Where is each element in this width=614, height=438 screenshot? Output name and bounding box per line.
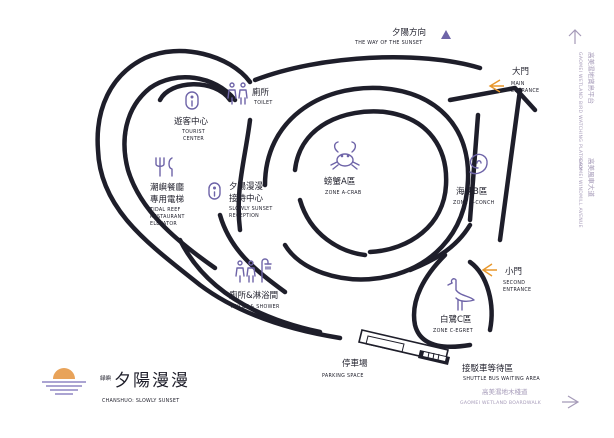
toilet-side-path xyxy=(236,117,253,233)
lower-arc-path xyxy=(177,237,323,335)
outer-left-path xyxy=(95,48,343,341)
toilet-icon xyxy=(227,82,248,105)
shuttle-cn: 接駁車等待區 xyxy=(462,363,513,374)
sunset-direction-cn: 夕陽方向 xyxy=(392,27,426,38)
toilet-shower-cn: 廁所&淋浴間 xyxy=(229,290,278,301)
zone-a-inner-ring xyxy=(292,109,449,255)
zone-c-cn: 白鷺C區 xyxy=(440,314,471,325)
toilet: 廁所 TOILET xyxy=(227,82,273,106)
zone-b-right xyxy=(497,87,523,243)
zone-c: 白鷺C區 ZONE C-EGRET xyxy=(433,278,475,334)
shower-icon xyxy=(261,258,272,283)
parking-en: PARKING SPACE xyxy=(322,373,364,379)
tourist-center-en2: CENTER xyxy=(183,136,204,142)
toilet-en: TOILET xyxy=(253,100,273,106)
shuttle-en: SHUTTLE BUS WAITING AREA xyxy=(463,376,540,382)
logo-cn-big: 夕陽漫漫 xyxy=(114,371,190,391)
inner-left-path xyxy=(122,75,238,271)
zone-a: 螃蟹A區 ZONE A-CRAB xyxy=(324,141,361,196)
restaurant-icon xyxy=(155,157,173,177)
second-entrance-en1: SECOND xyxy=(503,280,525,286)
arrow-icon xyxy=(481,263,497,277)
zone-a-cn: 螃蟹A區 xyxy=(324,176,355,187)
restaurant-en2: RESTAURANT xyxy=(150,214,185,220)
triangle-icon xyxy=(441,30,451,39)
logo-en: CHANSHUO: SLOWLY SUNSET xyxy=(102,398,179,404)
parking: 停車場 PARKING SPACE xyxy=(322,358,368,379)
boardwalk-cn: 高美濕地木棧道 xyxy=(482,387,528,396)
logo-cn-small: 緑嶼 xyxy=(100,374,112,382)
restaurant-cn2: 專用電梯 xyxy=(150,194,185,205)
restaurant-en3: ELEVATOR xyxy=(150,221,177,227)
bird-platform-label: 高美濕地賞鳥平台 GAOMEI WETLAND BIRD WATCHING PL… xyxy=(568,29,596,171)
zone-a-inner-bottom xyxy=(297,197,368,258)
windmill-avenue-label: 高美風車大道 GAOMEI WINDMILL AVENUE xyxy=(577,158,596,228)
tourist-center: 遊客中心 TOURIST CENTER xyxy=(174,91,209,142)
conch-icon xyxy=(469,153,488,175)
arrow-icon xyxy=(488,79,504,93)
arrow-icon xyxy=(562,395,580,409)
tourist-center-cn: 遊客中心 xyxy=(174,116,209,127)
zone-b-en: ZONE B-CONCH xyxy=(453,200,495,206)
main-entrance-en1: MAIN xyxy=(511,81,525,87)
top-path xyxy=(252,55,483,83)
arrow-icon xyxy=(568,29,582,44)
second-entrance-cn: 小門 xyxy=(505,266,522,277)
reception: 夕陽漫漫 接待中心 SLOWLY SUNSET RECEPTION xyxy=(208,181,273,219)
zone-c-right xyxy=(467,259,494,333)
restaurant-cn1: 潮嶼餐廳 xyxy=(150,182,185,193)
tourist-center-en1: TOURIST xyxy=(181,129,205,135)
toilet-shower-en: TOILET & SHOWER xyxy=(229,304,280,310)
zone-b-bottom xyxy=(407,222,473,273)
logo: 緑嶼 夕陽漫漫 CHANSHUO: SLOWLY SUNSET xyxy=(42,368,190,404)
reception-path xyxy=(217,212,288,295)
main-entrance-cn: 大門 xyxy=(512,66,529,77)
reception-cn1: 夕陽漫漫 xyxy=(229,181,264,192)
zone-a-outer-ring xyxy=(262,85,471,282)
toilet-icon xyxy=(235,260,256,283)
zone-b-top xyxy=(447,85,538,113)
main-entrance-en2: ENTRANCE xyxy=(511,88,539,94)
sunset-direction-en: THE WAY OF THE SUNSET xyxy=(354,40,423,46)
restaurant: 潮嶼餐廳 專用電梯 TIDAL REEF RESTAURANT ELEVATOR xyxy=(149,157,185,227)
bird-platform-cn: 高美濕地賞鳥平台 xyxy=(587,52,596,104)
shuttle: 接駁車等待區 SHUTTLE BUS WAITING AREA xyxy=(462,363,540,382)
toilet-shower: 廁所&淋浴間 TOILET & SHOWER xyxy=(229,258,280,310)
info-icon xyxy=(185,91,199,110)
crab-icon xyxy=(330,141,360,170)
boardwalk-en: GAOMEI WETLAND BOARDWALK xyxy=(460,400,542,406)
reception-en2: RECEPTION xyxy=(229,213,259,219)
windmill-avenue-en: GAOMEI WINDMILL AVENUE xyxy=(577,158,583,228)
sun-logo-icon xyxy=(42,368,86,395)
second-entrance-en2: ENTRANCE xyxy=(503,287,531,293)
boardwalk-label: 高美濕地木棧道 GAOMEI WETLAND BOARDWALK xyxy=(460,387,580,409)
bird-platform-en: GAOMEI WETLAND BIRD WATCHING PLATFORM xyxy=(577,52,583,171)
egret-icon xyxy=(447,278,475,311)
zone-a-en: ZONE A-CRAB xyxy=(325,190,361,196)
reception-cn2: 接待中心 xyxy=(229,193,264,204)
zone-b: 海螺B區 ZONE B-CONCH xyxy=(453,153,495,206)
parking-cn: 停車場 xyxy=(342,358,368,369)
zone-c-en: ZONE C-EGRET xyxy=(433,328,473,334)
tourist-ring xyxy=(157,82,233,103)
reception-en1: SLOWLY SUNSET xyxy=(229,206,273,212)
toilet-cn: 廁所 xyxy=(252,87,270,98)
second-entrance: 小門 SECOND ENTRANCE xyxy=(481,263,531,293)
zone-c-left xyxy=(411,252,473,350)
restaurant-en1: TIDAL REEF xyxy=(149,207,181,213)
info-icon xyxy=(208,182,221,200)
zone-b-cn: 海螺B區 xyxy=(456,186,487,197)
main-entrance: 大門 MAIN ENTRANCE xyxy=(488,66,539,94)
windmill-avenue-cn: 高美風車大道 xyxy=(587,158,596,198)
parking-structure xyxy=(358,329,450,365)
sunset-direction: 夕陽方向 THE WAY OF THE SUNSET xyxy=(354,27,451,46)
